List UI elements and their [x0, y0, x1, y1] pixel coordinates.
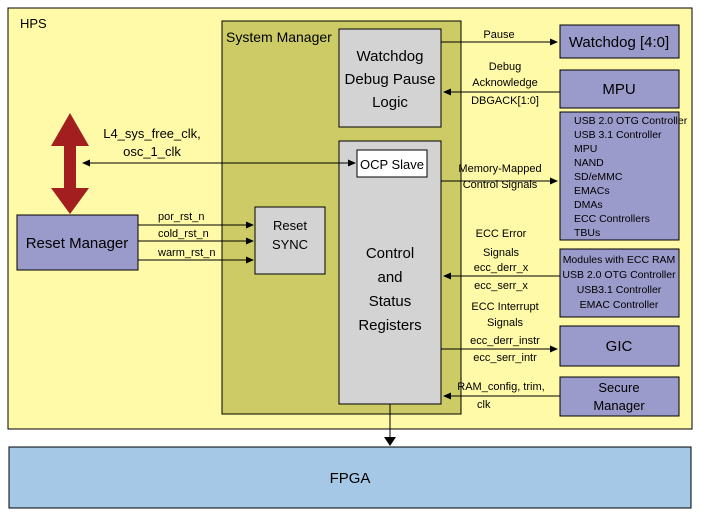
- periph-item-7: DMAs: [574, 199, 603, 211]
- ecc-modules-block: [559, 248, 680, 318]
- mm-label-line-2: Control Signals: [463, 179, 538, 191]
- ocp-slave-label: OCP Slave: [360, 157, 424, 172]
- mm-label-line-1: Memory-Mapped: [458, 163, 541, 175]
- reset-sync-block: [254, 206, 326, 275]
- ecc-error-label-4: ecc_serr_x: [474, 280, 528, 292]
- reset-manager-block: [16, 214, 139, 271]
- peripherals-list: USB 2.0 OTG Controller USB 3.1 Controlle…: [574, 115, 688, 239]
- ram-config-label-1: RAM_config, trim,: [457, 381, 544, 393]
- gic-block: [559, 325, 680, 367]
- fpga-label: FPGA: [330, 470, 371, 487]
- ecc-int-label-4: ecc_serr_intr: [473, 352, 537, 364]
- csr-line-4: Registers: [358, 317, 421, 334]
- gic-block-label: GIC: [606, 338, 633, 355]
- secure-manager-block: [559, 376, 680, 417]
- periph-item-2: USB 3.1 Controller: [574, 129, 662, 141]
- red-double-arrow: [51, 113, 89, 214]
- csr-line-2: and: [377, 269, 402, 286]
- debug-label-line-1: Debug: [489, 61, 521, 73]
- mpu-block: [559, 69, 680, 109]
- cold-rst-label: cold_rst_n: [158, 228, 209, 240]
- ecc-error-label-1: ECC Error: [476, 228, 527, 240]
- debug-label-line-3: DBGACK[1:0]: [471, 95, 539, 107]
- periph-item-6: EMACs: [574, 185, 610, 197]
- peripherals-block: [559, 111, 680, 241]
- csr-line-1: Control: [366, 245, 414, 262]
- debug-label-line-2: Acknowledge: [472, 77, 537, 89]
- secure-manager-line-2: Manager: [593, 398, 645, 413]
- ecc-modules-item-2: USB3.1 Controller: [577, 284, 662, 296]
- ram-config-label-2: clk: [477, 399, 491, 411]
- ecc-modules-item-3: EMAC Controller: [580, 299, 659, 311]
- watchdog-debug-pause-logic-block: [338, 28, 442, 128]
- control-status-registers-block: [338, 140, 442, 405]
- ecc-int-label-1: ECC Interrupt: [471, 301, 538, 313]
- watchdog-logic-line-1: Watchdog: [357, 48, 424, 65]
- clock-label-line-2: osc_1_clk: [123, 144, 181, 159]
- reset-sync-line-1: Reset: [273, 218, 307, 233]
- secure-manager-line-1: Secure: [598, 380, 639, 395]
- ecc-modules-item-1: USB 2.0 OTG Controller: [562, 269, 676, 281]
- watchdog-logic-line-2: Debug Pause: [345, 71, 436, 88]
- ecc-int-label-2: Signals: [487, 317, 524, 329]
- ecc-modules-title: Modules with ECC RAM: [563, 254, 676, 266]
- watchdog-block: [559, 24, 680, 59]
- csr-line-3: Status: [369, 293, 412, 310]
- periph-item-9: TBUs: [574, 227, 600, 239]
- ecc-int-label-3: ecc_derr_instr: [470, 335, 540, 347]
- periph-item-3: MPU: [574, 143, 597, 155]
- periph-item-4: NAND: [574, 157, 604, 169]
- watchdog-block-label: Watchdog [4:0]: [569, 34, 669, 51]
- ecc-error-label-3: ecc_derr_x: [474, 262, 529, 274]
- periph-item-5: SD/eMMC: [574, 171, 623, 183]
- clock-label-line-1: L4_sys_free_clk,: [103, 126, 201, 141]
- system-manager-label: System Manager: [226, 29, 332, 45]
- periph-item-8: ECC Controllers: [574, 213, 650, 225]
- fpga-block: [8, 446, 692, 509]
- warm-rst-label: warm_rst_n: [157, 247, 215, 259]
- reset-manager-label: Reset Manager: [26, 235, 129, 252]
- por-rst-label: por_rst_n: [158, 211, 204, 223]
- pause-label: Pause: [483, 29, 514, 41]
- ecc-error-label-2: Signals: [483, 247, 520, 259]
- reset-sync-line-2: SYNC: [272, 237, 308, 252]
- ocp-slave-block: [356, 149, 428, 178]
- mpu-block-label: MPU: [602, 81, 635, 98]
- fpga-arrow-head: [384, 437, 396, 446]
- watchdog-logic-line-3: Logic: [372, 94, 408, 111]
- hps-label: HPS: [20, 16, 47, 31]
- periph-item-1: USB 2.0 OTG Controller: [574, 115, 688, 127]
